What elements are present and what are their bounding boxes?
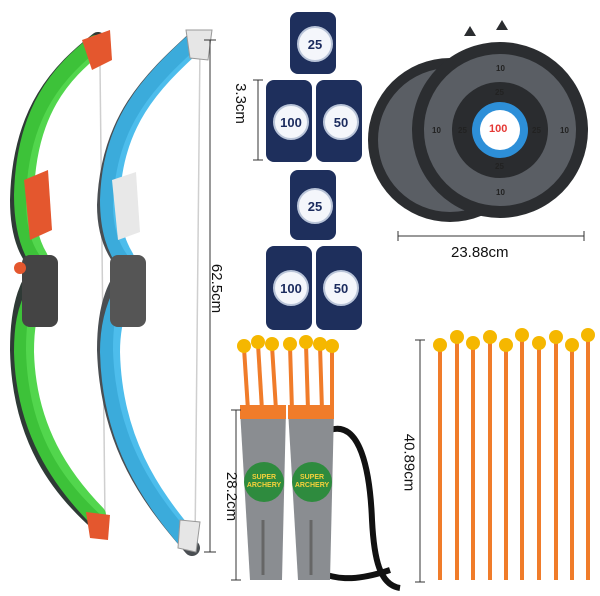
green-bow-grip: [22, 255, 58, 327]
can-dimension-label: 3.3cm: [231, 83, 249, 124]
bow-dimension-label: 62.5cm: [208, 263, 226, 314]
quiver-dimension-line: [231, 409, 241, 581]
bow-dimension-line: [204, 39, 216, 553]
can-dimension-line: [253, 79, 263, 161]
target-ring-label: 25: [458, 126, 467, 135]
target-bullseye-label: 100: [489, 123, 508, 135]
target-dimension-line: [397, 231, 585, 241]
can-label: 50: [323, 104, 359, 140]
target-ring-label: 25: [495, 88, 504, 97]
arrow-dimension-line: [415, 339, 425, 583]
target-ring-label: 10: [496, 188, 505, 197]
blue-bow-grip: [110, 255, 146, 327]
can-label: 25: [297, 188, 333, 224]
can-label: 100: [273, 104, 309, 140]
can-label: 25: [297, 26, 333, 62]
target-ring-label: 10: [432, 126, 441, 135]
target-ring-label: 25: [532, 126, 541, 135]
quiver-arrows: [237, 335, 339, 411]
suction-arrows: [433, 328, 595, 580]
quiver-badge-logo: SUPER ARCHERY: [292, 462, 332, 502]
quiver-dimension-label: 28.2cm: [223, 471, 241, 522]
target-ring-label: 25: [495, 162, 504, 171]
can-label: 50: [323, 270, 359, 306]
arrow-dimension-label: 40.89cm: [400, 433, 418, 492]
green-bow: [9, 30, 112, 540]
target-ring-label: 10: [496, 64, 505, 73]
target-dimension-label: 23.88cm: [451, 244, 509, 261]
target-ring-label: 10: [560, 126, 569, 135]
quiver-badge-logo: SUPER ARCHERY: [244, 462, 284, 502]
can-label: 100: [273, 270, 309, 306]
target-front: [412, 20, 588, 218]
blue-bow: [96, 29, 213, 556]
